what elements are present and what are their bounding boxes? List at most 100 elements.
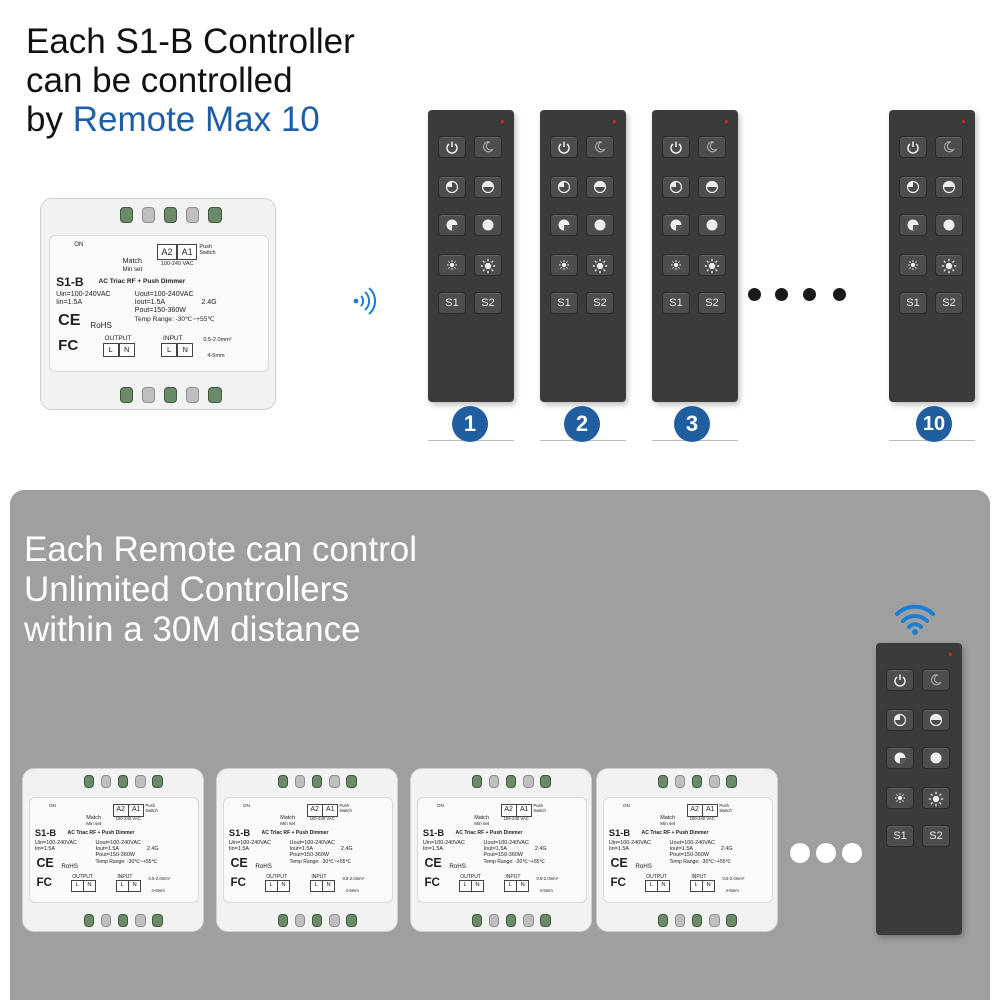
terminal-screw <box>186 386 200 403</box>
terminal-screw <box>674 775 686 789</box>
power-button[interactable] <box>899 136 927 158</box>
full-brightness-button[interactable] <box>474 214 502 236</box>
strip-length-label: 4-5mm <box>539 888 553 894</box>
terminal-screw <box>164 386 178 403</box>
power-button[interactable] <box>886 669 914 691</box>
terminal-screw <box>488 775 500 789</box>
remote-number-badge: 1 <box>452 406 488 442</box>
power-button[interactable] <box>550 136 578 158</box>
full-brightness-button[interactable] <box>935 214 963 236</box>
three-quarter-button[interactable] <box>899 214 927 236</box>
power-button[interactable] <box>662 136 690 158</box>
a1-terminal: A1 <box>128 804 145 818</box>
quarter-dim-button[interactable] <box>550 176 578 198</box>
half-dim-button[interactable] <box>935 176 963 198</box>
small-sun-button[interactable] <box>438 254 466 276</box>
s1-button[interactable]: S1 <box>662 292 690 314</box>
subheadline-line-3: within a 30M distance <box>24 610 361 649</box>
full-brightness-button[interactable] <box>922 747 950 769</box>
input-label: INPUT <box>691 874 707 881</box>
rohs-label: RoHS <box>635 863 652 871</box>
s2-button[interactable]: S2 <box>922 825 950 847</box>
quarter-dim-button[interactable] <box>886 709 914 731</box>
half-dim-button[interactable] <box>474 176 502 198</box>
wire-gauge-label: 0.5-2.0mm² <box>536 875 559 881</box>
large-sun-button[interactable] <box>922 787 950 809</box>
terminal-screw <box>277 914 289 928</box>
uin-label: Uin=100-240VAC <box>608 840 651 846</box>
terminal-screw <box>726 775 737 789</box>
three-quarter-button[interactable] <box>886 747 914 769</box>
uout-label: Uout=100-240VAC <box>289 840 335 846</box>
s1-button[interactable]: S1 <box>886 825 914 847</box>
three-quarter-button[interactable] <box>438 214 466 236</box>
terminal-screw <box>100 775 112 789</box>
push-switch-label: Push Switch <box>533 803 546 813</box>
remote-bottom: S1 S2 <box>876 643 962 935</box>
wifi-signal-icon <box>895 604 935 635</box>
small-sun-button[interactable] <box>886 787 914 809</box>
three-quarter-icon <box>445 218 459 239</box>
min-set-label: Min set <box>660 821 676 827</box>
iout-label: Iout=1.5A <box>483 846 507 853</box>
a1-terminal: A1 <box>177 244 198 261</box>
rohs-label: RoHS <box>61 863 78 871</box>
push-switch-label: Push Switch <box>339 803 352 813</box>
three-quarter-icon <box>893 751 907 772</box>
three-quarter-button[interactable] <box>662 214 690 236</box>
large-sun-button[interactable] <box>698 254 726 276</box>
s2-button[interactable]: S2 <box>586 292 614 314</box>
vac-label: 100-240 VAC <box>503 815 529 821</box>
moon-button[interactable] <box>698 136 726 158</box>
s1-button[interactable]: S1 <box>550 292 578 314</box>
terminal-screw <box>505 775 517 789</box>
on-label: ON <box>242 802 250 808</box>
s1-button[interactable]: S1 <box>899 292 927 314</box>
match-label: Match <box>474 815 490 822</box>
terminal-screw <box>135 775 146 789</box>
small-sun-button[interactable] <box>662 254 690 276</box>
input-label: INPUT <box>117 874 133 881</box>
indicator-led <box>949 653 952 656</box>
ellipsis-dot <box>790 843 810 863</box>
half-dim-button[interactable] <box>586 176 614 198</box>
small-sun-icon <box>893 791 907 812</box>
large-sun-button[interactable] <box>586 254 614 276</box>
s2-button[interactable]: S2 <box>474 292 502 314</box>
three-quarter-button[interactable] <box>550 214 578 236</box>
power-button[interactable] <box>438 136 466 158</box>
small-sun-button[interactable] <box>550 254 578 276</box>
s1-button[interactable]: S1 <box>438 292 466 314</box>
quarter-dim-button[interactable] <box>662 176 690 198</box>
quarter-dim-icon <box>669 180 683 201</box>
output-label: OUTPUT <box>266 874 287 881</box>
min-set-label: Min set <box>86 821 102 827</box>
strip-length-label: 4-5mm <box>725 888 739 894</box>
half-dim-button[interactable] <box>698 176 726 198</box>
full-brightness-button[interactable] <box>698 214 726 236</box>
moon-button[interactable] <box>474 136 502 158</box>
small-sun-button[interactable] <box>899 254 927 276</box>
terminal-screw <box>141 386 155 403</box>
moon-button[interactable] <box>586 136 614 158</box>
full-brightness-button[interactable] <box>586 214 614 236</box>
s2-button[interactable]: S2 <box>935 292 963 314</box>
moon-button[interactable] <box>922 669 950 691</box>
quarter-dim-button[interactable] <box>438 176 466 198</box>
large-sun-button[interactable] <box>935 254 963 276</box>
terminal-screw <box>488 914 500 928</box>
moon-button[interactable] <box>935 136 963 158</box>
input-n-terminal: N <box>702 880 716 892</box>
quarter-dim-button[interactable] <box>899 176 927 198</box>
s2-button[interactable]: S2 <box>698 292 726 314</box>
wifi-signal-icon <box>353 287 376 315</box>
pout-label: Pout=150-360W <box>483 852 523 859</box>
terminal-screw <box>277 775 289 789</box>
freq-label: 2.4G <box>340 846 353 853</box>
terminal-screw <box>164 207 178 224</box>
large-sun-button[interactable] <box>474 254 502 276</box>
half-dim-button[interactable] <box>922 709 950 731</box>
a2-terminal: A2 <box>156 244 178 261</box>
terminal-screw <box>540 914 551 928</box>
